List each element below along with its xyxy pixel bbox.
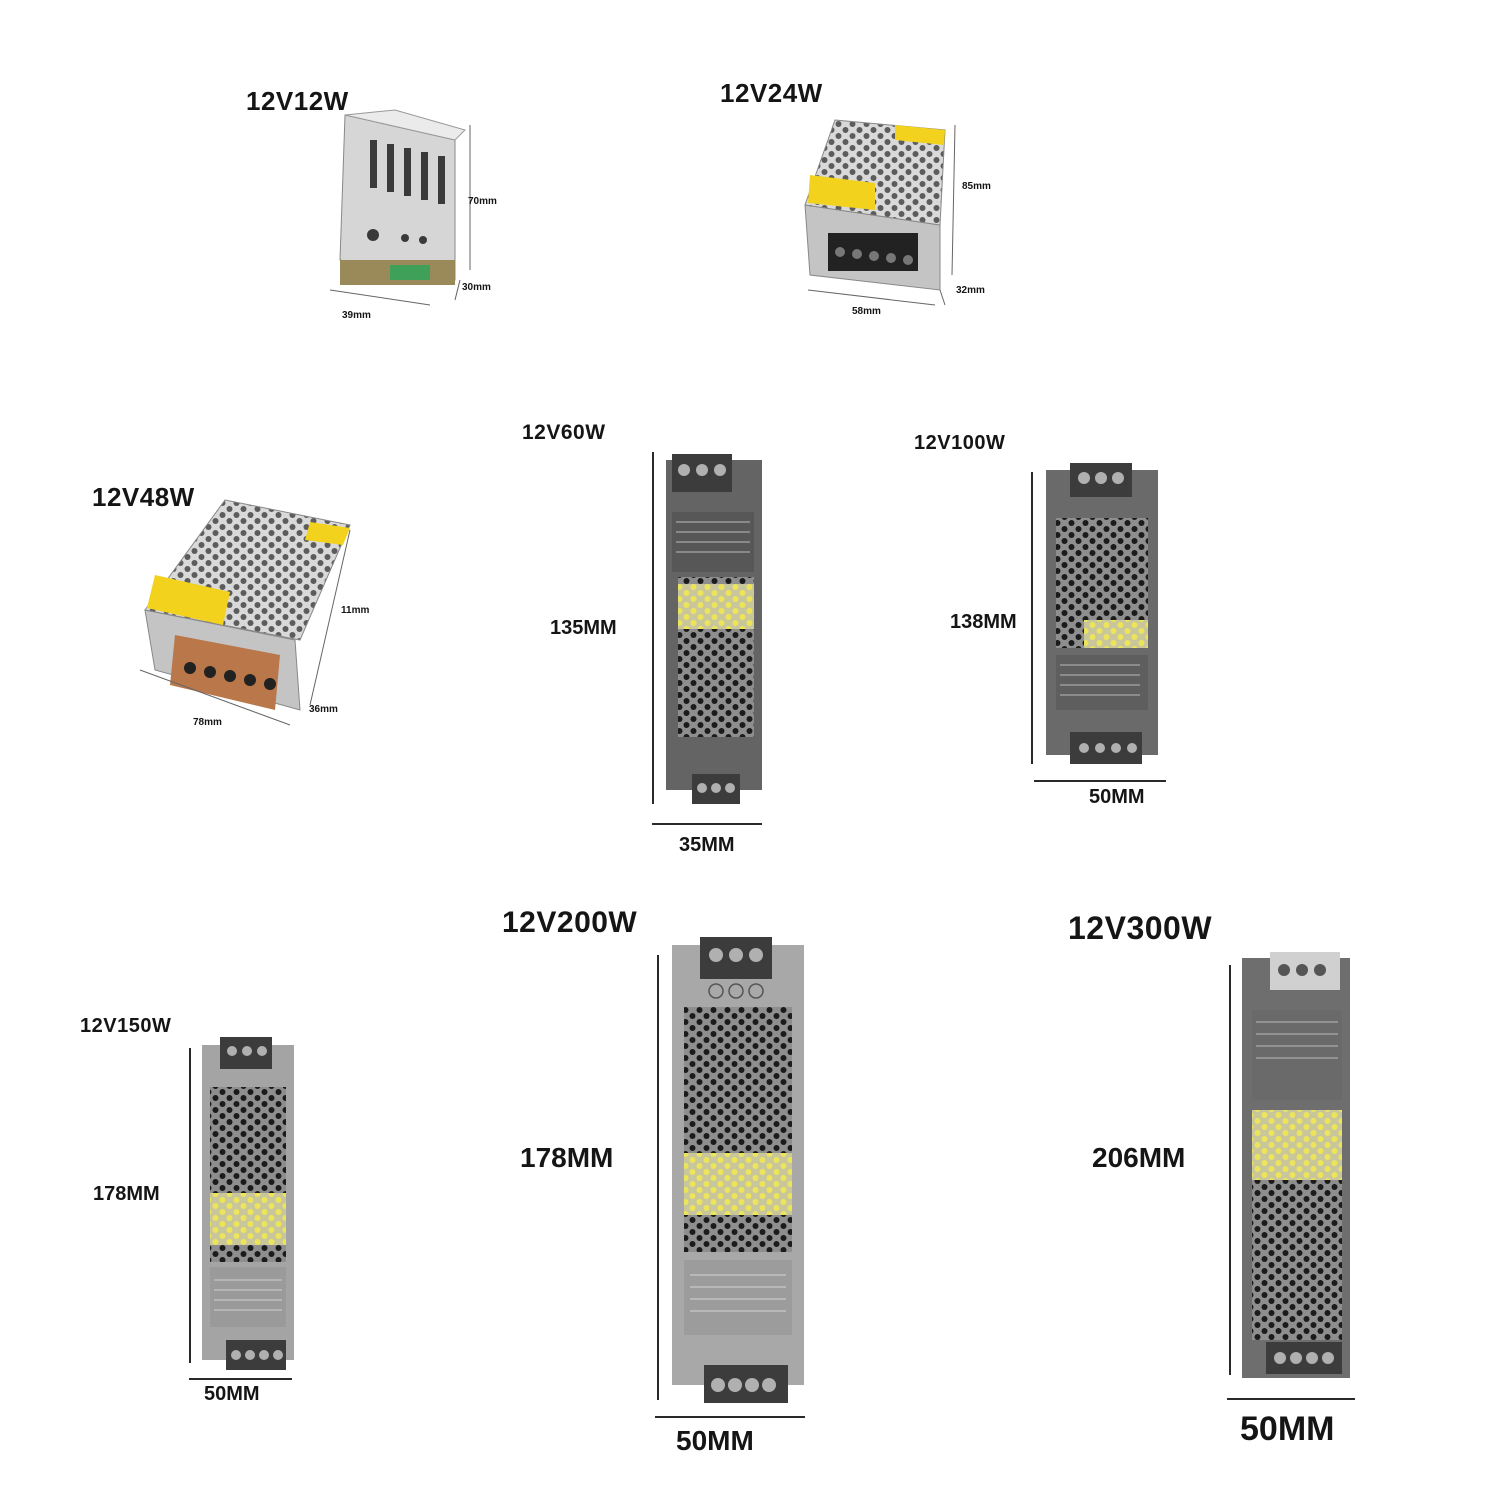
product-title-12v24w: 12V24W <box>720 78 823 108</box>
psu-image-12v100w <box>1046 463 1158 764</box>
dim-line-vertical-12v60w <box>652 452 654 804</box>
psu-image-12v200w <box>672 937 804 1403</box>
psu-image-12v60w <box>666 454 762 804</box>
psu-image-12v300w <box>1242 952 1350 1378</box>
dim-height-12v60w: 135MM <box>550 617 617 639</box>
dim-depth-12v48w: 36mm <box>309 704 338 715</box>
dim-line-vertical-12v200w <box>657 955 659 1400</box>
psu-image-12v24w <box>804 119 956 306</box>
product-title-12v200w: 12V200W <box>502 906 638 939</box>
dim-line-horizontal-12v200w <box>655 1416 805 1418</box>
dim-height-12v150w: 178MM <box>93 1183 160 1205</box>
dim-height-12v100w: 138MM <box>950 611 1017 633</box>
psu-image-12v12w <box>329 109 471 306</box>
product-title-12v60w: 12V60W <box>522 421 606 444</box>
dim-depth-12v24w: 32mm <box>956 285 985 296</box>
dim-line-horizontal-12v150w <box>189 1378 292 1380</box>
dim-line-horizontal-12v60w <box>652 823 762 825</box>
dim-width-12v60w: 35MM <box>679 834 735 856</box>
dim-width-12v12w: 39mm <box>342 310 371 321</box>
dim-width-12v48w: 78mm <box>193 717 222 728</box>
product-title-12v150w: 12V150W <box>80 1015 172 1037</box>
dim-height-12v48w: 11mm <box>341 605 370 616</box>
psu-image-12v48w <box>139 499 351 726</box>
product-title-12v48w: 12V48W <box>92 482 195 512</box>
dim-height-12v24w: 85mm <box>962 181 991 192</box>
dim-height-12v200w: 178MM <box>520 1142 614 1173</box>
dim-line-horizontal-12v300w <box>1227 1398 1355 1400</box>
product-title-12v12w: 12V12W <box>246 86 349 116</box>
dim-line-vertical-12v300w <box>1229 965 1231 1375</box>
dim-height-12v12w: 70mm <box>468 196 497 207</box>
dim-width-12v200w: 50MM <box>676 1425 754 1456</box>
dim-line-vertical-12v100w <box>1031 472 1033 764</box>
dim-width-12v24w: 58mm <box>852 306 881 317</box>
product-title-12v300w: 12V300W <box>1068 910 1213 946</box>
dim-height-12v300w: 206MM <box>1092 1142 1186 1173</box>
dim-width-12v300w: 50MM <box>1240 1410 1335 1448</box>
dim-line-vertical-12v150w <box>189 1048 191 1363</box>
dim-width-12v150w: 50MM <box>204 1383 260 1405</box>
dim-line-horizontal-12v100w <box>1034 780 1166 782</box>
dim-depth-12v12w: 30mm <box>462 282 491 293</box>
psu-image-12v150w <box>202 1037 294 1370</box>
product-title-12v100w: 12V100W <box>914 432 1006 454</box>
dim-width-12v100w: 50MM <box>1089 786 1145 808</box>
